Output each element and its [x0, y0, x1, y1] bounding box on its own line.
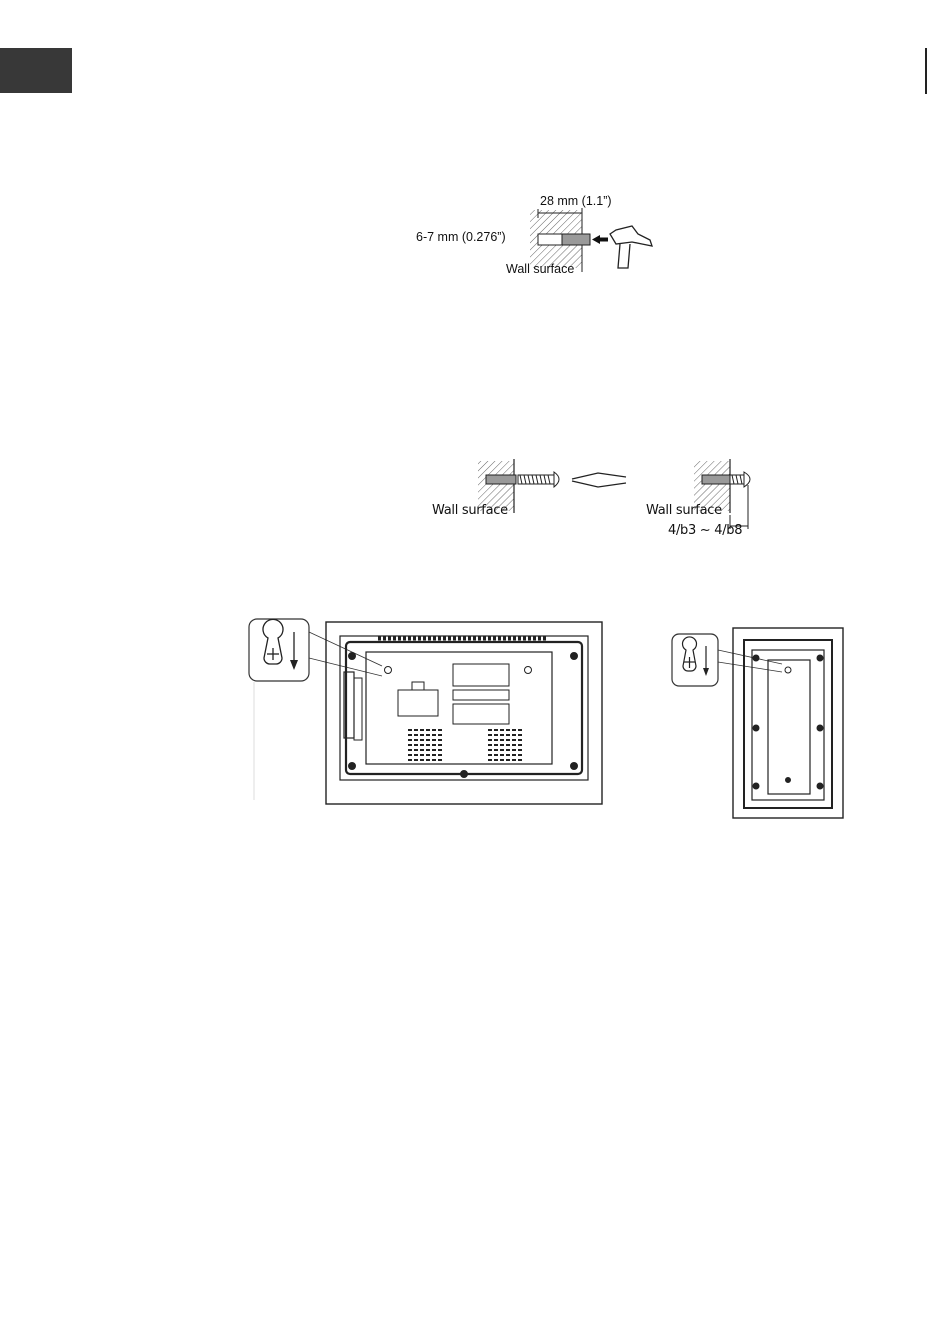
screwdriver-icon [572, 473, 626, 487]
depth-label: 28 mm (1.1”) [540, 194, 612, 208]
push-arrow-icon [592, 235, 608, 244]
gap-label: 4/b3 ~ 4/b8 [668, 523, 742, 538]
right-screw [730, 472, 750, 487]
figure-drill-anchor: 28 mm (1.1”) 6-7 mm (0.276”) Wall surfac… [420, 190, 660, 280]
portrait-mount-diagram [670, 626, 848, 820]
landscape-mount-diagram [248, 618, 608, 808]
page-edge-marker [925, 48, 927, 94]
figure-portrait-mount [670, 626, 848, 820]
hammer-icon [610, 226, 652, 268]
keyhole-callout-portrait [672, 634, 782, 686]
keyhole-callout-landscape [249, 619, 382, 681]
left-anchor [486, 475, 516, 484]
wall-surface-label: Wall surface [506, 262, 574, 276]
wall-anchor [562, 234, 590, 245]
language-tab [0, 48, 72, 93]
right-wall-surface-label: Wall surface [646, 503, 722, 518]
figure-screw-insert: Wall surface Wall surface 4/b3 ~ 4/b8 [430, 455, 770, 550]
diameter-label: 6-7 mm (0.276”) [416, 230, 506, 244]
device-back-landscape [326, 622, 602, 804]
right-anchor [702, 475, 732, 484]
left-screw [518, 472, 559, 487]
left-wall-surface-label: Wall surface [432, 503, 508, 518]
figure-landscape-mount [248, 618, 608, 808]
